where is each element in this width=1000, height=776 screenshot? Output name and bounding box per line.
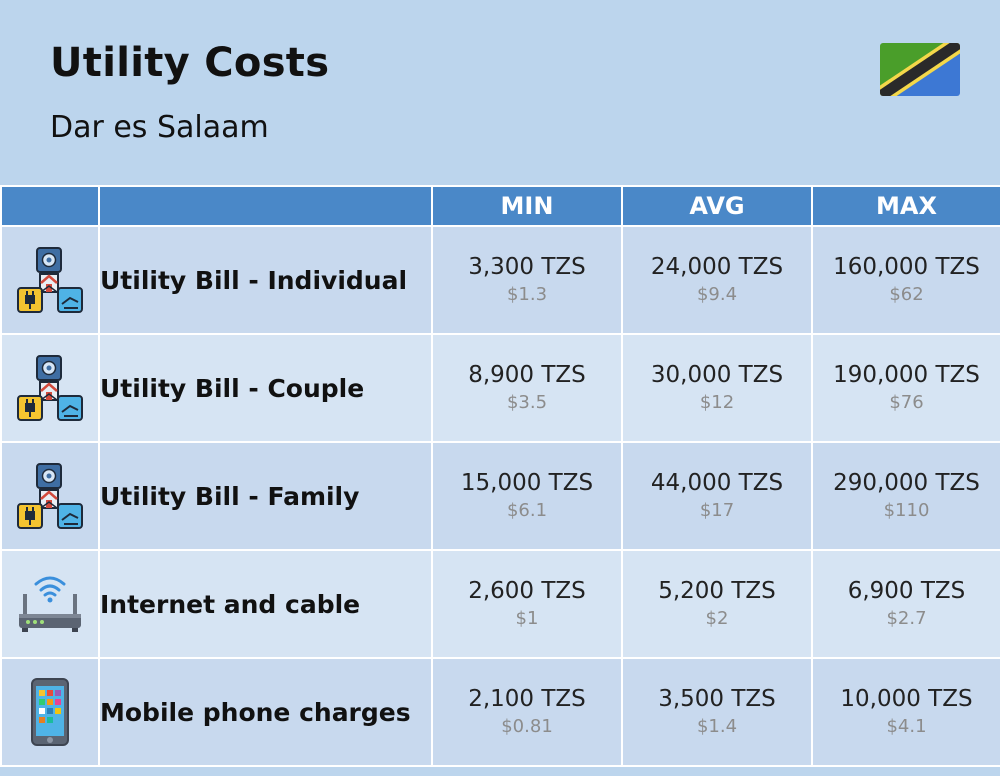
table-row: Internet and cable 2,600 TZS $1 5,200 TZ… [0, 549, 1000, 659]
avg-usd: $2 [705, 608, 729, 629]
avg-value: 44,000 TZS [650, 470, 784, 496]
max-usd: $62 [889, 284, 924, 305]
table-row: Utility Bill - Couple 8,900 TZS $3.5 30,… [0, 333, 1000, 443]
avg-cell: 24,000 TZS $9.4 [621, 225, 813, 335]
min-cell: 8,900 TZS $3.5 [431, 333, 623, 443]
avg-value: 5,200 TZS [658, 578, 776, 604]
utility-costs-table: MIN AVG MAX Utility Bill - Individual 3,… [0, 185, 1000, 767]
tanzania-flag-icon [880, 43, 960, 96]
wifi-router-icon [0, 549, 100, 659]
avg-usd: $12 [699, 392, 735, 413]
mobile-phone-icon [0, 657, 100, 767]
max-cell: 290,000 TZS $110 [811, 441, 1000, 551]
max-value: 6,900 TZS [847, 578, 966, 604]
min-value: 3,300 TZS [468, 254, 586, 280]
table-row: Utility Bill - Family 15,000 TZS $6.1 44… [0, 441, 1000, 551]
icon-column-header [0, 185, 100, 227]
min-value: 2,600 TZS [468, 578, 586, 604]
max-usd: $2.7 [886, 608, 927, 629]
utilities-icon [0, 225, 100, 335]
city-subtitle: Dar es Salaam [50, 110, 269, 145]
avg-value: 30,000 TZS [650, 362, 784, 388]
avg-column-header: AVG [621, 185, 813, 227]
min-value: 15,000 TZS [460, 470, 594, 496]
avg-usd: $17 [699, 500, 735, 521]
max-cell: 160,000 TZS $62 [811, 225, 1000, 335]
min-usd: $3.5 [506, 392, 548, 413]
min-value: 2,100 TZS [468, 686, 586, 712]
max-usd: $76 [889, 392, 924, 413]
utilities-icon [0, 333, 100, 443]
avg-value: 24,000 TZS [650, 254, 784, 280]
row-label: Mobile phone charges [98, 657, 433, 767]
max-value: 160,000 TZS [833, 254, 980, 280]
min-usd: $1.3 [506, 284, 548, 305]
min-column-header: MIN [431, 185, 623, 227]
avg-value: 3,500 TZS [658, 686, 776, 712]
row-label: Internet and cable [98, 549, 433, 659]
avg-cell: 5,200 TZS $2 [621, 549, 813, 659]
max-cell: 6,900 TZS $2.7 [811, 549, 1000, 659]
min-value: 8,900 TZS [468, 362, 586, 388]
min-usd: $1 [515, 608, 539, 629]
max-usd: $110 [883, 500, 930, 521]
row-label: Utility Bill - Couple [98, 333, 433, 443]
min-usd: $6.1 [506, 500, 548, 521]
min-cell: 3,300 TZS $1.3 [431, 225, 623, 335]
min-cell: 15,000 TZS $6.1 [431, 441, 623, 551]
max-column-header: MAX [811, 185, 1000, 227]
avg-usd: $9.4 [696, 284, 738, 305]
avg-cell: 30,000 TZS $12 [621, 333, 813, 443]
min-cell: 2,100 TZS $0.81 [431, 657, 623, 767]
min-cell: 2,600 TZS $1 [431, 549, 623, 659]
avg-cell: 3,500 TZS $1.4 [621, 657, 813, 767]
avg-usd: $1.4 [696, 716, 738, 737]
max-cell: 190,000 TZS $76 [811, 333, 1000, 443]
max-usd: $4.1 [886, 716, 927, 737]
max-value: 190,000 TZS [833, 362, 980, 388]
max-value: 10,000 TZS [840, 686, 973, 712]
max-cell: 10,000 TZS $4.1 [811, 657, 1000, 767]
page-header: Utility Costs Dar es Salaam [0, 0, 1000, 185]
item-column-header [98, 185, 433, 227]
utilities-icon [0, 441, 100, 551]
page-title: Utility Costs [50, 40, 330, 86]
row-label: Utility Bill - Individual [98, 225, 433, 335]
table-row: Mobile phone charges 2,100 TZS $0.81 3,5… [0, 657, 1000, 767]
min-usd: $0.81 [501, 716, 553, 737]
max-value: 290,000 TZS [833, 470, 980, 496]
table-header-row: MIN AVG MAX [0, 185, 1000, 227]
table-row: Utility Bill - Individual 3,300 TZS $1.3… [0, 225, 1000, 335]
avg-cell: 44,000 TZS $17 [621, 441, 813, 551]
row-label: Utility Bill - Family [98, 441, 433, 551]
